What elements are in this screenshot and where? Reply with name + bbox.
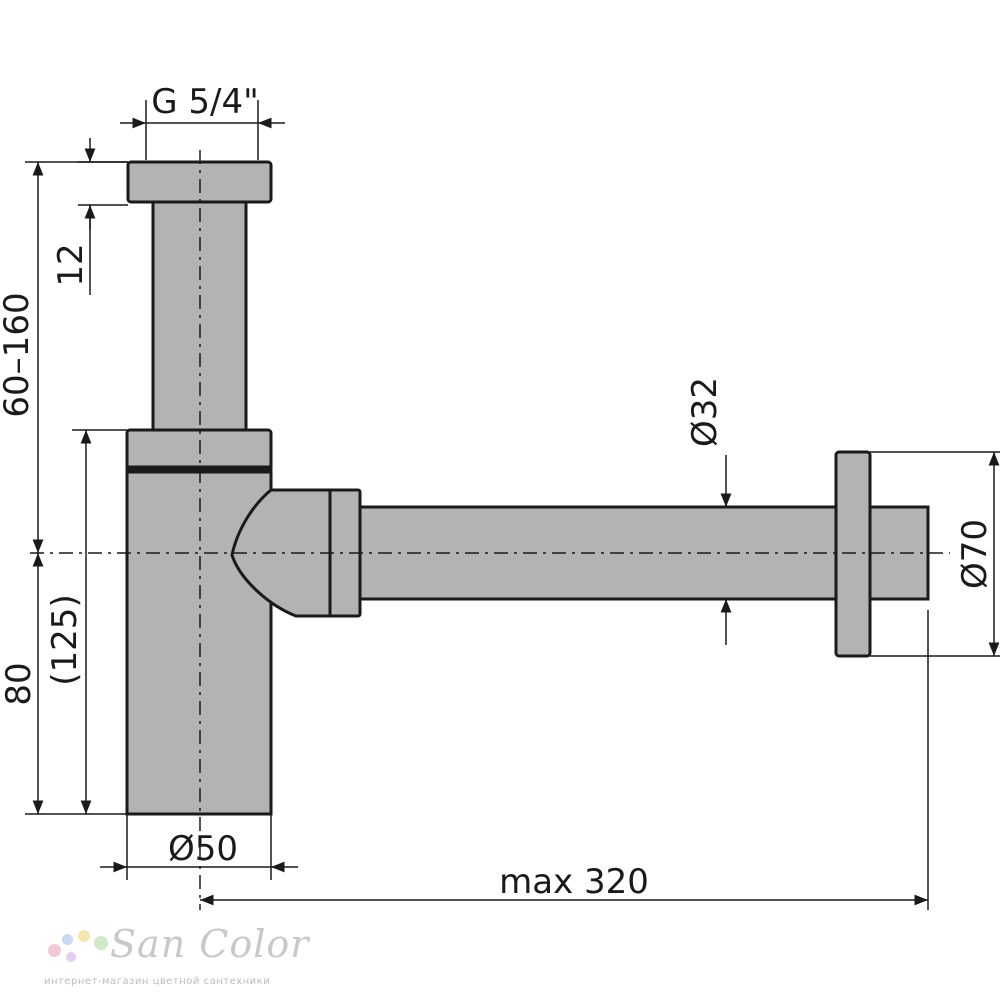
pipe-diameter-label: Ø32 (685, 377, 725, 447)
dim-thread: G 5/4" (120, 82, 285, 160)
dim-80: 80 (0, 553, 127, 815)
logo-dot-1 (48, 944, 61, 957)
outlet-elbow (230, 488, 332, 618)
logo-name: San Color (110, 922, 310, 966)
bottom-height-alt-label: (125) (45, 594, 85, 685)
bottom-height-label: 80 (0, 662, 39, 705)
dim-125: (125) (45, 429, 127, 814)
logo-dot-3 (78, 930, 90, 942)
height-range-label: 60–160 (0, 292, 37, 417)
logo-dot-5 (66, 952, 76, 962)
thread-label: G 5/4" (151, 82, 259, 122)
logo-tagline: интернет-магазин цветной сантехники (44, 976, 271, 987)
dim-height-range: 60–160 (0, 161, 128, 553)
siphon-body-group (125, 160, 930, 816)
dim-50: Ø50 (100, 814, 298, 880)
dim-70: Ø70 (870, 451, 1000, 657)
logo-dot-2 (62, 934, 73, 945)
dim-12: 12 (51, 138, 128, 295)
flange-diameter-label: Ø70 (955, 519, 995, 589)
dim-max-length: max 320 (200, 610, 929, 910)
body-diameter-label: Ø50 (168, 829, 238, 869)
max-length-label: max 320 (499, 862, 649, 902)
logo-dot-4 (94, 936, 108, 950)
dim-32: Ø32 (685, 377, 732, 645)
wall-flange (834, 450, 872, 658)
top-height-label: 12 (51, 243, 91, 286)
